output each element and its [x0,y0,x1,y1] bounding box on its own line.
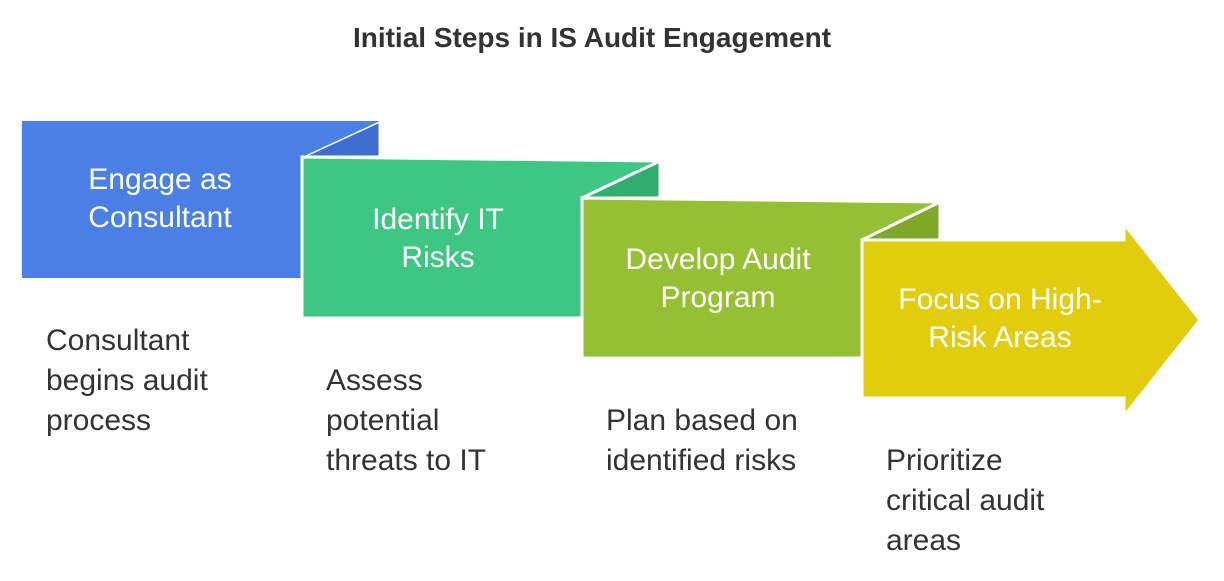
step-3-label: Develop Audit Program [582,240,854,318]
step-1-desc-line2: begins audit [46,364,208,397]
step-4-arrow [860,219,1202,421]
step-4-label-line2: Risk Areas [928,321,1072,354]
step-2-description: Assess potential threats to IT [326,361,486,481]
step-1-top-band [22,121,380,157]
step-4-label: Focus on High- Risk Areas [862,280,1138,358]
step-2-desc-line2: potential [326,404,440,437]
step-1-description: Consultant begins audit process [46,321,208,441]
step-3-label-line1: Develop Audit [625,243,811,276]
step-1-label-line1: Engage as [88,163,232,196]
step-4-desc-line2: critical audit [886,484,1045,517]
step-4-desc-line1: Prioritize [886,444,1003,477]
step-1-desc-line3: process [46,404,152,437]
step-1-desc-line1: Consultant [46,324,190,357]
step-1-label-line2: Consultant [88,201,232,234]
step-3-label-line2: Program [660,281,776,314]
diagram-title: Initial Steps in IS Audit Engagement [352,22,832,53]
step-2-label-line2: Risks [401,241,475,274]
step-2-label-line1: Identify IT [372,203,504,236]
step-4-desc-line3: areas [886,524,962,557]
step-4-label-line1: Focus on High- [898,283,1102,316]
step-2-label: Identify IT Risks [302,200,574,278]
step-3-desc-line1: Plan based on [606,404,798,437]
step-3-description: Plan based on identified risks [606,401,798,481]
step-1-label: Engage as Consultant [22,160,298,238]
step-1-shape [22,118,382,278]
step-2-shape [300,155,662,320]
step-4-shape [860,219,1202,421]
step-4-description: Prioritize critical audit areas [886,441,1044,561]
step-3-desc-line2: identified risks [606,444,797,477]
step-2-desc-line1: Assess [326,364,423,397]
step-2-desc-line3: threats to IT [326,444,487,477]
step-3-shape [580,196,942,360]
